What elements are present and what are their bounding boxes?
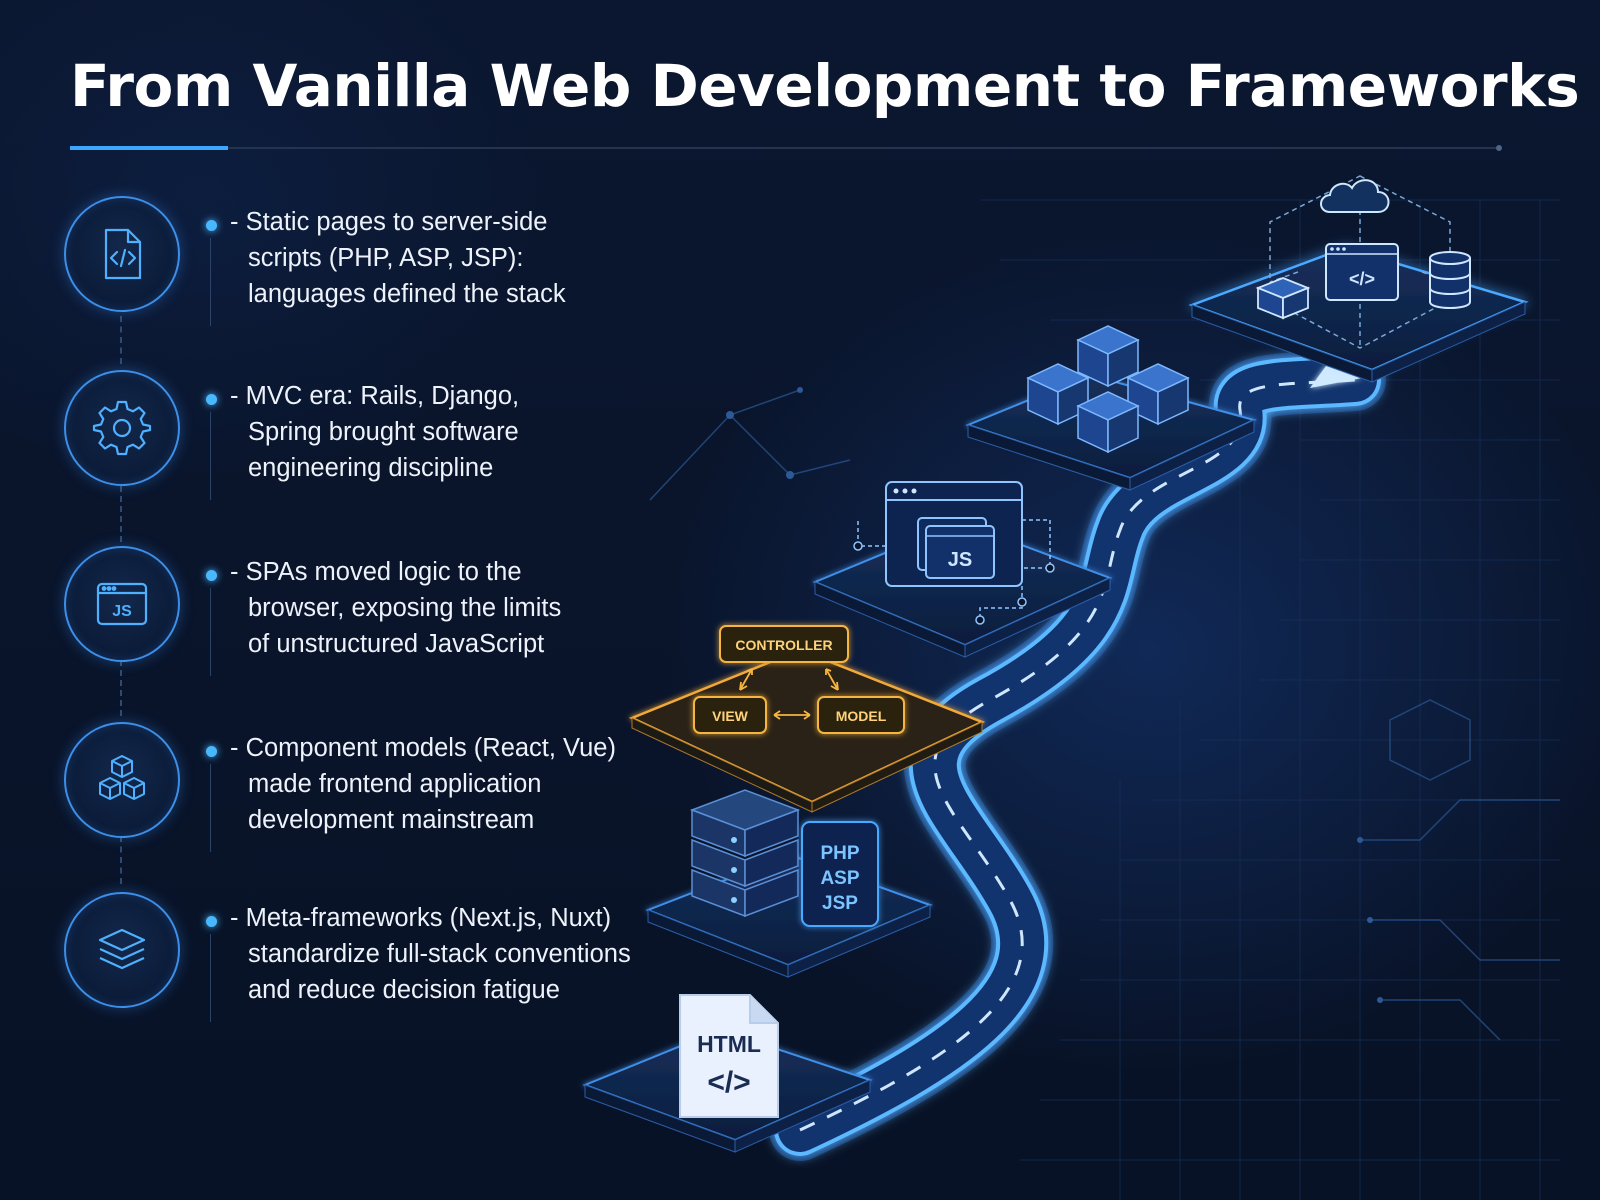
road-arrowhead: [1310, 366, 1362, 388]
bullet-dot: [206, 394, 217, 405]
road: [769, 349, 1386, 1161]
step-line: languages defined the stack: [248, 280, 566, 308]
bullet-line: [210, 412, 211, 500]
step-line: engineering discipline: [248, 454, 494, 482]
step-connector: [120, 836, 122, 884]
step-line: - MVC era: Rails, Django,: [230, 382, 520, 410]
fullstack-code-glyph: </>: [1349, 269, 1375, 289]
cubes-icon: [64, 722, 180, 838]
lang-asp: ASP: [820, 868, 859, 889]
js-window-icon: JS: [853, 481, 1055, 625]
step-line: development mainstream: [248, 806, 535, 834]
step-mvc-era: - MVC era: Rails, Django, Spring brought…: [64, 370, 684, 500]
database-icon: [1429, 251, 1471, 309]
server-box-icon: [1255, 277, 1311, 320]
step-connector: [120, 660, 122, 716]
mvc-diagram: CONTROLLER VIEW MODEL: [693, 625, 905, 734]
step-meta-frameworks: - Meta-frameworks (Next.js, Nuxt) standa…: [64, 892, 684, 1022]
step-text: - Static pages to server-side scripts (P…: [230, 204, 690, 312]
step-line: - Meta-frameworks (Next.js, Nuxt): [230, 904, 612, 932]
step-text: - Component models (React, Vue) made fro…: [230, 730, 690, 838]
server-rack-icon: [689, 789, 801, 918]
step-line: Spring brought software: [248, 418, 519, 446]
title-underline-end-dot: [1496, 145, 1502, 151]
step-line: scripts (PHP, ASP, JSP):: [248, 244, 524, 272]
mvc-view-label: VIEW: [712, 708, 749, 724]
circuit-nodes: [726, 387, 1383, 1003]
title-underline: [70, 145, 1502, 151]
bullet-dot: [206, 570, 217, 581]
step-text: - SPAs moved logic to the browser, expos…: [230, 554, 690, 662]
mvc-model-label: MODEL: [836, 708, 887, 724]
step-line: of unstructured JavaScript: [248, 630, 545, 658]
server-platform: [645, 853, 933, 978]
mvc-controller-label: CONTROLLER: [735, 637, 832, 653]
step-connector: [120, 316, 122, 364]
lang-php: PHP: [820, 843, 859, 864]
html-label: HTML: [697, 1031, 761, 1057]
step-line: and reduce decision fatigue: [248, 976, 560, 1004]
step-component-models: - Component models (React, Vue) made fro…: [64, 722, 684, 852]
step-line: browser, exposing the limits: [248, 594, 562, 622]
mvc-platform: [628, 648, 986, 813]
svg-text:JS: JS: [112, 603, 132, 620]
page-title: From Vanilla Web Development to Framewor…: [70, 52, 1580, 120]
fullstack-code-window: </>: [1325, 243, 1399, 301]
code-file-icon: [64, 196, 180, 312]
bullet-line: [210, 588, 211, 676]
step-line: standardize full-stack conventions: [248, 940, 631, 968]
bullet-line: [210, 934, 211, 1022]
js-label: JS: [948, 549, 972, 571]
step-line: - Static pages to server-side: [230, 208, 548, 236]
html-file-card: HTML </>: [679, 994, 779, 1118]
step-text: - MVC era: Rails, Django, Spring brought…: [230, 378, 690, 486]
fullstack-hex-frame: [1269, 175, 1451, 349]
bullet-dot: [206, 916, 217, 927]
js-browser-icon: JS: [64, 546, 180, 662]
step-line: - Component models (React, Vue): [230, 734, 616, 762]
title-underline-accent: [70, 146, 228, 150]
step-static-pages: - Static pages to server-side scripts (P…: [64, 196, 684, 326]
server-languages-card: PHP ASP JSP: [801, 821, 879, 927]
gear-icon: [64, 370, 180, 486]
bullet-dot: [206, 220, 217, 231]
component-cubes: [1026, 325, 1190, 454]
step-connector: [120, 486, 122, 542]
html-code-glyph: </>: [707, 1066, 750, 1099]
step-spas: JS - SPAs moved logic to the browser, ex…: [64, 546, 684, 676]
step-line: - SPAs moved logic to the: [230, 558, 522, 586]
bullet-dot: [206, 746, 217, 757]
lang-jsp: JSP: [822, 893, 858, 914]
layers-icon: [64, 892, 180, 1008]
step-line: made frontend application: [248, 770, 542, 798]
step-text: - Meta-frameworks (Next.js, Nuxt) standa…: [230, 900, 690, 1008]
bullet-line: [210, 238, 211, 326]
background-grid: [980, 199, 1560, 1200]
bullet-line: [210, 764, 211, 852]
cloud-icon: [1320, 179, 1390, 213]
